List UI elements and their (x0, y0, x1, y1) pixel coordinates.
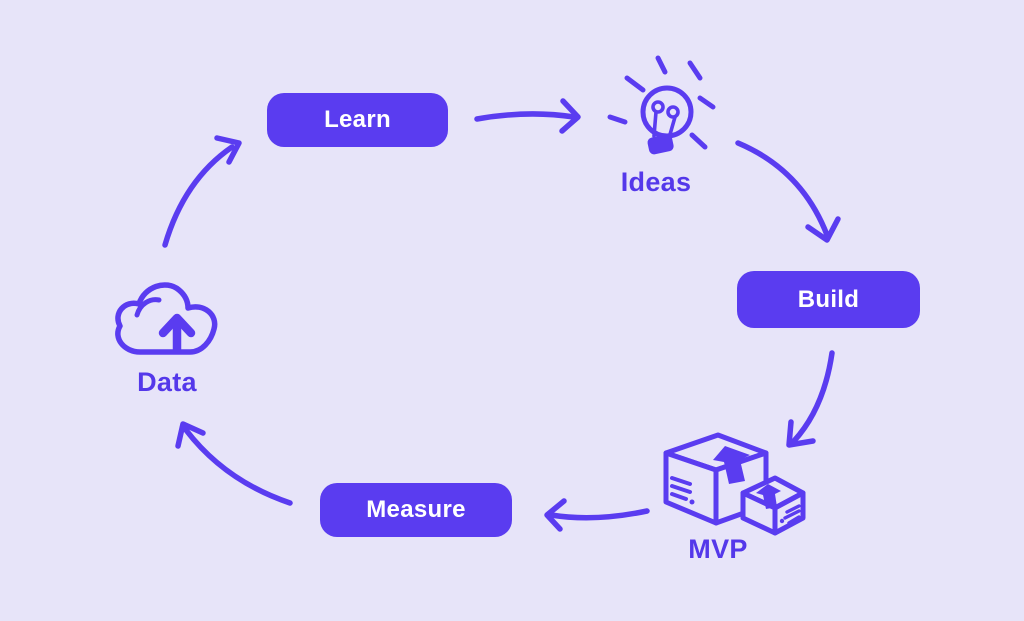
small-box (740, 475, 806, 536)
large-box-tape-arrow (713, 446, 750, 484)
arrow-ideas-to-build (735, 140, 841, 243)
data-label: Data (137, 367, 197, 397)
upload-arrow (158, 313, 196, 355)
small-box-label-dot (779, 518, 785, 524)
measure-node-label: Measure (366, 496, 466, 523)
learn-node-label: Learn (324, 106, 391, 133)
arrow-measure-to-data (175, 421, 293, 506)
lightbulb-icon (607, 55, 716, 155)
arrow-mvp-to-measure (544, 498, 650, 532)
cloud-inner-arc (134, 297, 162, 318)
small-box-label-lines (783, 504, 801, 525)
arrow-learn-to-ideas (474, 98, 581, 134)
cloud-outline (115, 282, 218, 355)
large-box-label-lines (670, 476, 692, 501)
arrow-data-to-learn (162, 135, 242, 248)
cloud-upload-icon (115, 282, 218, 355)
build-node: Build (737, 271, 920, 328)
package-boxes-icon (663, 432, 806, 536)
arrow-build-to-mvp (786, 350, 835, 448)
bulb-filament (651, 100, 680, 140)
measure-node: Measure (320, 483, 512, 537)
ideas-label: Ideas (620, 167, 692, 197)
mvp-label: MVP (688, 534, 748, 564)
small-box-tape-arrow (756, 484, 781, 509)
bulb-rays (607, 55, 716, 150)
large-box-label-dot (689, 499, 695, 505)
build-node-label: Build (797, 285, 860, 313)
bulb-base (647, 134, 674, 155)
learn-node: Learn (267, 93, 448, 147)
